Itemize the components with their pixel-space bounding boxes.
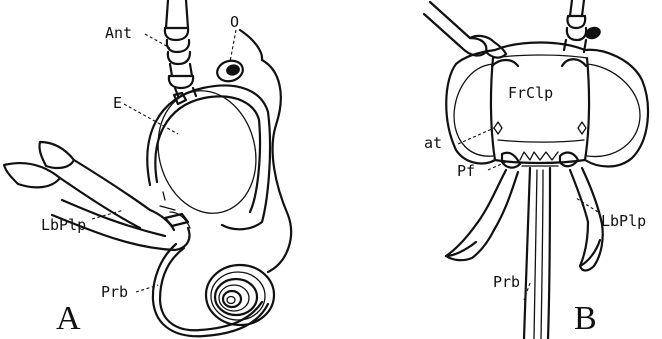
labial-palp-b-left: [446, 170, 518, 260]
compound-eye-a: [145, 80, 268, 224]
label-frclp: FrClp: [508, 84, 553, 102]
pilifer-b: [502, 152, 578, 168]
label-o: O: [230, 13, 239, 31]
panel-a-lateral-view: Ant O E LbPlp Prb A: [4, 0, 291, 337]
labial-palp-b-right: [570, 168, 603, 271]
panel-label-a: A: [56, 300, 81, 337]
label-lbplp-b: LbPlp: [601, 212, 646, 230]
head-b: [446, 43, 648, 167]
label-pf: Pf: [457, 162, 475, 180]
ocellus-a: [215, 58, 245, 84]
leader-o: [230, 30, 236, 62]
label-prb-a: Prb: [101, 283, 128, 301]
leader-at: [458, 128, 494, 144]
labial-palp-a: [4, 142, 190, 250]
panel-label-b: B: [574, 300, 597, 337]
label-at: at: [424, 134, 442, 152]
proboscis-a: [153, 244, 274, 336]
label-lbplp-a: LbPlp: [41, 216, 86, 234]
label-prb-b: Prb: [493, 273, 520, 291]
label-e: E: [113, 94, 122, 112]
panel-b-frontal-view: FrClp at Pf LbPlp Prb B: [424, 0, 648, 339]
proboscis-b: [524, 168, 550, 339]
label-ant: Ant: [105, 24, 132, 42]
